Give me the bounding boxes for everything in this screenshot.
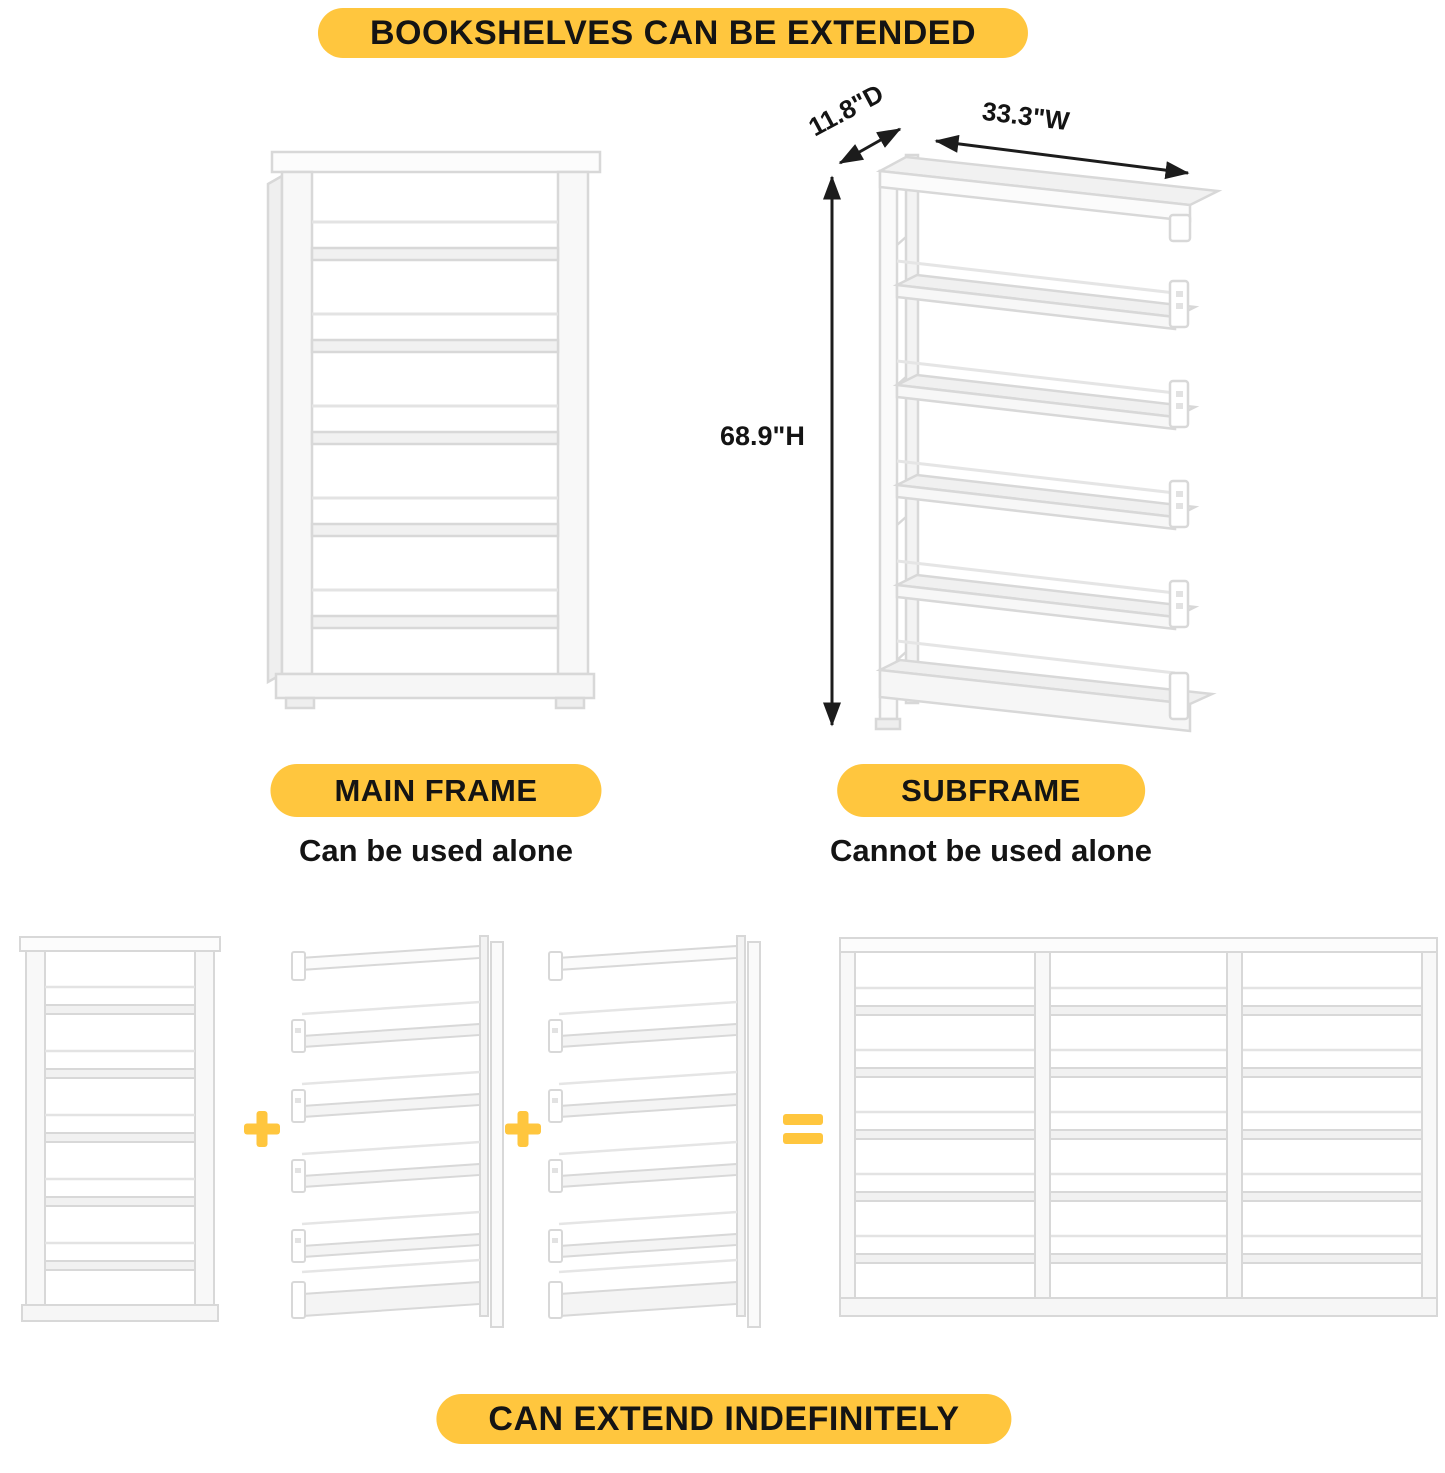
subframe-illustration [823,127,1223,733]
top-beam-bracket [1168,213,1192,243]
left-post [25,950,46,1306]
main-frame-caption: Can be used alone [299,833,573,868]
base-panel [839,1297,1438,1317]
book-rails [848,986,1429,1238]
shelf [291,1159,481,1193]
main-frame-illustration [266,150,602,710]
subframe-caption: Cannot be used alone [829,833,1153,868]
shelves [310,246,560,630]
shelf [291,1089,481,1123]
bracket [548,951,563,981]
back-upright [904,153,920,705]
shelf [892,573,1200,631]
shelves [44,1004,196,1271]
equation-subframe-illustration [291,935,504,1328]
shelf [548,1159,738,1193]
top-panel [270,150,602,174]
main-frame-badge: MAIN FRAME [270,764,602,817]
back-upright [479,935,489,1317]
dimension-arrows [823,127,1190,727]
foot [284,696,316,710]
foot [554,696,586,710]
plus-icon [505,1111,541,1147]
base-shelf [548,1280,738,1319]
top-panel [839,937,1438,953]
base-panel [21,1304,219,1322]
back-upright [736,935,746,1317]
subframe-badge: SUBFRAME [837,764,1145,817]
top-beam [299,944,481,972]
side-panel [266,173,284,685]
main-frame-figure [250,130,620,715]
equals-icon [783,1113,823,1145]
equation-subframe-illustration [548,935,761,1328]
front-upright [747,941,761,1328]
subframe-figure: 11.8"D 33.3"W 68.9"H [720,78,1240,735]
top-beam [556,944,738,972]
foot [874,717,902,731]
shelf [548,1089,738,1123]
book-rails [301,1000,481,1274]
shelf [291,1229,481,1263]
right-post [194,950,215,1306]
book-rails [45,985,195,1245]
shelf [892,473,1200,531]
shelf [892,373,1200,431]
base-shelf [875,658,1217,733]
height-dimension-label: 68.9"H [720,421,805,451]
shelves [847,1005,1430,1264]
header-badge: BOOKSHELVES CAN BE EXTENDED [317,8,1029,58]
book-rails [896,259,1176,675]
post [839,951,856,1309]
base-panel [274,672,596,700]
shelf [548,1229,738,1263]
post [1421,951,1438,1309]
footer-badge: CAN EXTEND INDEFINITELY [436,1394,1012,1444]
post [1226,951,1243,1309]
shelf [291,1019,481,1053]
bracket [291,951,306,981]
plus-icon [244,1111,280,1147]
book-rails [558,1000,738,1274]
equation-subframe-figure-1 [284,928,512,1335]
left-post [280,170,314,676]
depth-dimension-arrow [838,127,902,165]
shelf [548,1019,738,1053]
equation-combined-figure [836,930,1441,1335]
front-upright [878,169,899,721]
shelf [892,273,1200,331]
right-post [556,170,590,676]
base-shelf [291,1280,481,1319]
combined-bookshelf-illustration [839,937,1438,1317]
equation-main-frame-figure [8,925,232,1335]
equation-subframe-figure-2 [541,928,769,1335]
width-dimension-arrow [934,134,1190,180]
equation-main-frame-illustration [19,936,221,1322]
top-panel [19,936,221,952]
front-upright [490,941,504,1328]
post [1034,951,1051,1309]
book-rails [312,220,558,592]
